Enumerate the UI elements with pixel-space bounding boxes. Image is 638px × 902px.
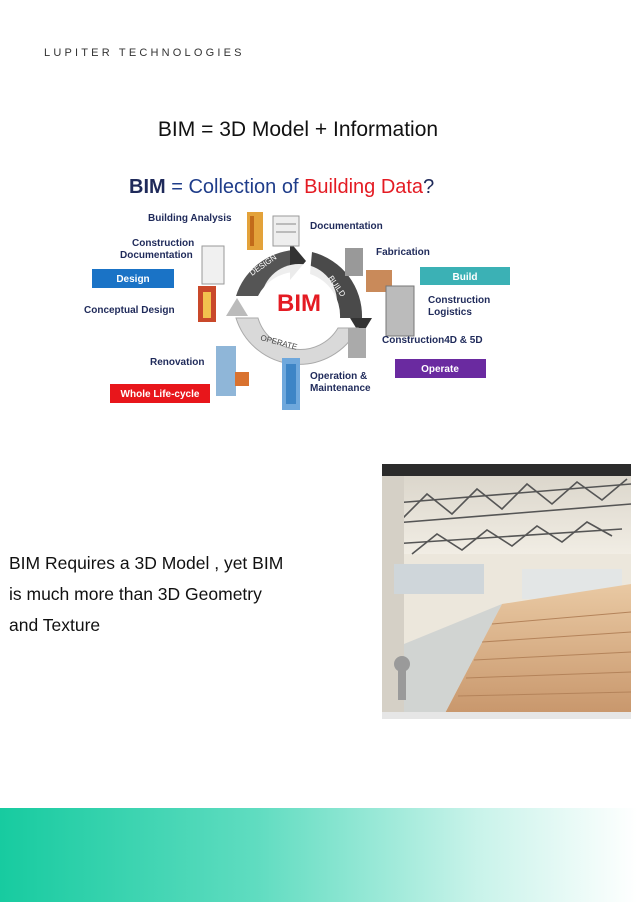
label-documentation: Documentation (310, 221, 383, 232)
logistics-illustration (385, 285, 415, 337)
construction-doc-illustration (201, 245, 225, 285)
tag-operate-bg (395, 359, 486, 378)
heading-bim: BIM (129, 176, 166, 198)
label-renovation: Renovation (150, 357, 204, 368)
center-bim: BIM (277, 290, 321, 317)
tag-design-bg (92, 269, 174, 288)
label-operation-2: Maintenance (310, 383, 371, 394)
label-construction-logistics-2: Logistics (428, 307, 472, 318)
page-title: BIM = 3D Model + Information (157, 118, 439, 141)
tag-build-bg (420, 267, 510, 285)
build-arrow-segment (310, 252, 363, 318)
label-fabrication: Fabrication (376, 247, 430, 258)
tag-operate: Operate (421, 364, 459, 375)
label-construction-doc-1: Construction (132, 238, 194, 249)
design-arrow-segment (236, 250, 294, 296)
heading-eq: = Collection of (166, 176, 304, 198)
side-text-line-1: BIM Requires a 3D Model , yet BIM (9, 553, 284, 573)
building-illustrations (198, 212, 415, 410)
diagram-heading: BIM = Collection of Building Data? (129, 176, 434, 198)
label-building-analysis: Building Analysis (148, 213, 232, 224)
brand-name: LUPITER TECHNOLOGIES (44, 47, 245, 59)
center-disc (261, 264, 337, 340)
tag-whole-life-cycle: Whole Life-cycle (121, 389, 200, 400)
operate-arrow-segment (235, 317, 359, 365)
label-conceptual-design: Conceptual Design (84, 305, 175, 316)
tag-design: Design (116, 274, 149, 285)
label-construction-doc-2: Documentation (120, 250, 193, 261)
bim-diagram: BIM = Collection of Building Data? DESIG… (84, 176, 510, 410)
documentation-illustration (272, 215, 300, 247)
label-construction-logistics-1: Construction (428, 295, 490, 306)
interior-render-image (382, 464, 631, 719)
fabrication-illustration (345, 248, 363, 276)
label-construction-4d5d: Construction4D & 5D (382, 335, 483, 346)
tag-lifecycle-bg (110, 384, 210, 403)
construction-4d-illustration (348, 328, 366, 358)
renovation-illustration (216, 346, 236, 396)
side-text-line-3: and Texture (9, 615, 101, 635)
side-description: BIM Requires a 3D Model , yet BIM is muc… (9, 548, 329, 641)
heading-building-data: Building Data (304, 176, 424, 198)
operate-arrow-head (226, 298, 248, 316)
building-analysis-illustration (247, 212, 263, 250)
label-operation-1: Operation & (310, 371, 367, 382)
footer-gradient-band (0, 808, 638, 902)
heading-question: ? (423, 176, 434, 198)
side-text-line-2: is much more than 3D Geometry (9, 584, 262, 604)
build-arrow-head (350, 318, 372, 336)
tag-build: Build (453, 272, 478, 283)
